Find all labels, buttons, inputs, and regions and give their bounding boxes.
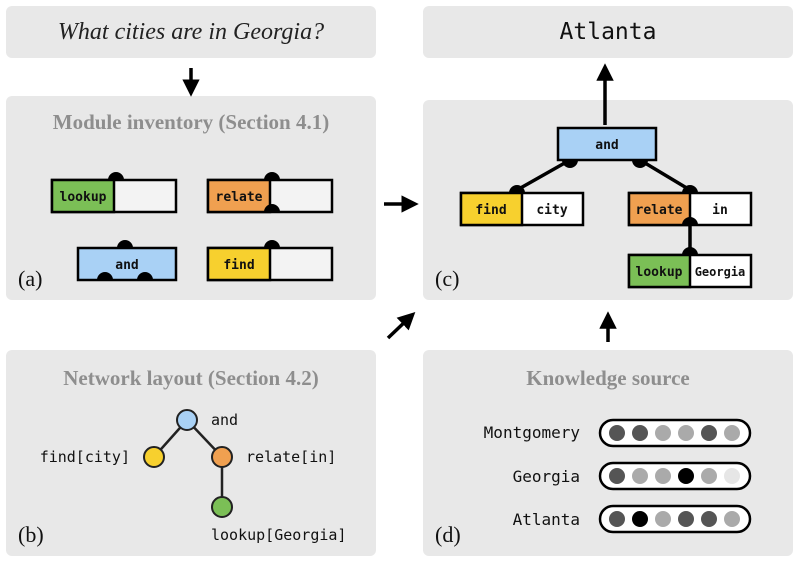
relate-color — [206, 178, 272, 214]
question-text: What cities are in Georgia? — [57, 19, 325, 45]
network-lookup-arg: Georgia — [695, 265, 746, 279]
entity-label-georgia: Georgia — [513, 467, 580, 486]
layout-node-find — [143, 446, 165, 468]
flow-arrows — [182, 63, 617, 342]
panel-c-label: (c) — [435, 266, 460, 291]
network-lookup-label: lookup — [636, 265, 683, 280]
panel-b-label: (b) — [18, 522, 44, 547]
layout-label-and: and — [211, 411, 238, 429]
layout-label-find: find[city] — [40, 448, 130, 466]
inventory-lookup-label: lookup — [60, 190, 107, 205]
question-box: What cities are in Georgia? — [6, 6, 376, 58]
embedding-atlanta — [598, 504, 752, 534]
inventory-find-label: find — [223, 258, 254, 273]
answer-text: Atlanta — [559, 19, 657, 45]
assembled-network: and find city relate in lookup Georgia — [459, 126, 753, 289]
panel-a-label: (a) — [18, 266, 43, 291]
network-module-lookup: lookup Georgia — [627, 253, 753, 289]
network-relate-label: relate — [636, 203, 683, 218]
layout-tree: and find[city] relate[in] lookup[Georgia… — [40, 409, 346, 544]
panel-d-title: Knowledge source — [526, 366, 690, 390]
inventory-module-find: find — [206, 240, 334, 282]
network-find-label: find — [475, 203, 506, 218]
network-module-find: find city — [459, 191, 585, 227]
embedding-montgomery — [598, 418, 752, 448]
layout-label-lookup: lookup[Georgia] — [211, 526, 346, 544]
lookup-color — [50, 178, 116, 214]
panel-a-title: Module inventory (Section 4.1) — [52, 110, 330, 134]
network-find-arg: city — [536, 203, 567, 218]
layout-node-lookup — [211, 496, 233, 518]
embedding-georgia — [598, 461, 752, 491]
arrow-layout-to-network — [386, 311, 416, 340]
layout-node-and — [176, 409, 198, 431]
panel-d-label: (d) — [435, 522, 461, 547]
answer-box: Atlanta — [423, 6, 793, 58]
entity-label-montgomery: Montgomery — [484, 423, 581, 442]
panel-b-title: Network layout (Section 4.2) — [63, 366, 319, 390]
inventory-module-and: and — [76, 240, 178, 282]
find-color — [206, 246, 272, 282]
layout-label-relate: relate[in] — [246, 448, 336, 466]
network-junctions — [509, 160, 698, 255]
inventory-module-relate: relate — [206, 172, 334, 214]
layout-node-relate — [211, 446, 233, 468]
network-relate-arg: in — [712, 203, 728, 218]
inventory-module-lookup: lookup — [50, 172, 178, 214]
network-and-label: and — [595, 138, 618, 153]
inventory-relate-label: relate — [216, 190, 263, 205]
inventory-and-label: and — [115, 258, 138, 273]
panel-network-layout: Network layout (Section 4.2) (b) — [6, 350, 376, 556]
entity-label-atlanta: Atlanta — [513, 510, 580, 529]
network-module-and: and — [556, 126, 658, 162]
knowledge-rows: Montgomery Georgia Atlanta — [484, 418, 752, 534]
